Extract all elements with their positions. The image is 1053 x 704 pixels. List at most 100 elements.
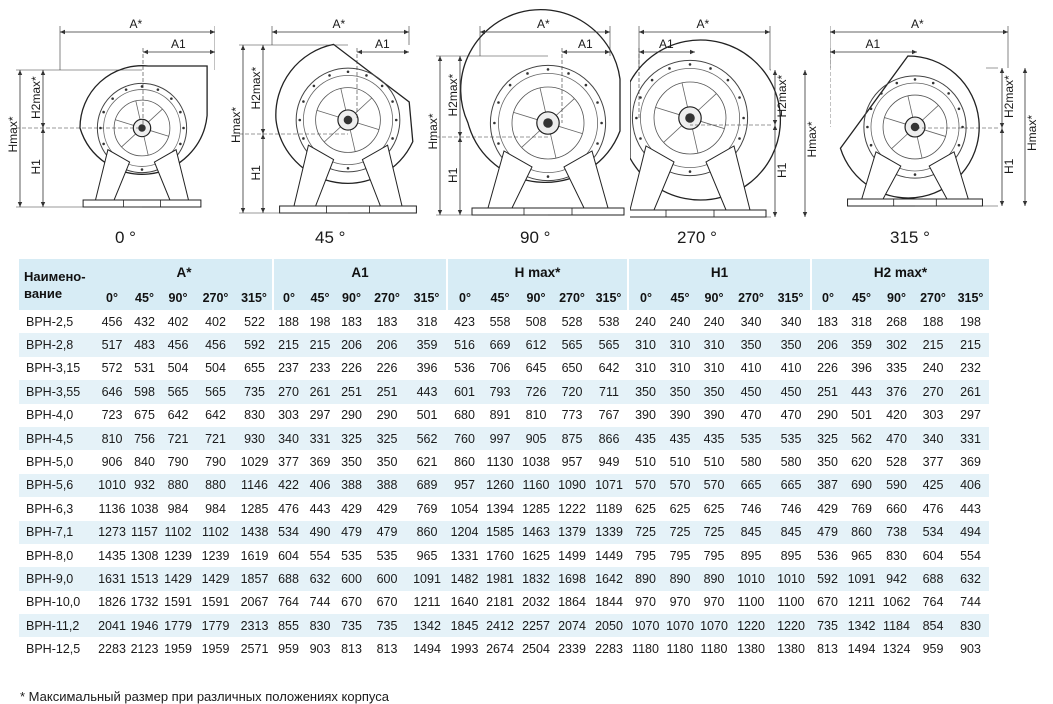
value-cell: 420	[886, 408, 907, 423]
value-cell: 1102	[161, 520, 195, 544]
value-cell: 690	[844, 473, 879, 498]
value-cell: 1324	[882, 642, 911, 657]
dim-hmax-label: Hmax*	[805, 121, 819, 157]
value-cell: 592	[811, 567, 844, 591]
value-cell: 377	[278, 455, 299, 470]
value-cell: 565	[590, 333, 628, 357]
value-cell: 423	[454, 314, 475, 329]
value-cell: 1631	[96, 567, 128, 591]
value-cell: 443	[844, 380, 879, 404]
value-cell: 1062	[882, 595, 911, 610]
value-cell: 290	[817, 408, 838, 423]
value-cell: 721	[161, 426, 195, 451]
value-cell: 483	[128, 333, 161, 357]
name-column-header: Наимено-вание	[19, 259, 96, 310]
value-cell: 840	[134, 455, 155, 470]
value-cell: 435	[663, 426, 697, 451]
value-cell: 604	[922, 548, 944, 563]
value-cell: 860	[407, 520, 447, 544]
value-cell: 670	[341, 595, 362, 610]
value-cell: 1513	[128, 567, 161, 591]
angle-label: 270 °	[677, 228, 717, 247]
value-cell: 620	[851, 455, 872, 470]
group-header-hmax: H max*	[446, 259, 628, 286]
value-cell: 880	[195, 473, 236, 498]
dim-a1-label: A1	[866, 37, 881, 51]
value-cell: 476	[922, 501, 944, 516]
angle-header: 315°	[952, 286, 989, 310]
value-cell: 970	[635, 595, 656, 610]
value-cell: 1591	[201, 595, 230, 610]
value-cell: 422	[273, 473, 304, 498]
value-cell: 1157	[128, 520, 161, 544]
value-cell: 1845	[447, 614, 482, 638]
value-cell: 689	[407, 473, 447, 498]
model-name-cell: ВРН-7,1	[19, 520, 96, 544]
value-cell: 1010	[771, 567, 811, 591]
value-cell: 350	[771, 333, 811, 357]
value-cell: 1380	[737, 642, 765, 657]
value-cell: 688	[273, 567, 304, 591]
dim-a1-label: A1	[659, 37, 674, 51]
value-cell: 1698	[554, 567, 590, 591]
value-cell: 450	[731, 380, 771, 404]
value-cell: 890	[663, 567, 697, 591]
value-cell: 303	[278, 408, 299, 423]
value-cell: 1449	[595, 548, 623, 563]
value-cell: 959	[922, 642, 944, 657]
value-cell: 359	[844, 333, 879, 357]
value-cell: 535	[341, 548, 362, 563]
value-cell: 318	[416, 314, 438, 329]
value-cell: 215	[952, 333, 989, 357]
value-cell: 226	[341, 361, 362, 376]
value-cell: 1146	[236, 473, 273, 498]
value-cell: 1760	[486, 548, 514, 563]
value-cell: 183	[376, 314, 398, 329]
value-cell: 377	[922, 455, 944, 470]
value-cell: 206	[811, 333, 844, 357]
value-cell: 1130	[486, 455, 514, 470]
model-name-cell: ВРН-12,5	[26, 642, 81, 657]
angle-header: 45°	[663, 286, 697, 310]
value-cell: 1844	[595, 595, 623, 610]
value-cell: 1184	[879, 614, 914, 638]
value-cell: 1642	[590, 567, 628, 591]
angle-header: 315°	[771, 286, 811, 310]
dim-h1-label: H1	[775, 162, 789, 178]
value-cell: 310	[663, 333, 697, 357]
value-cell: 1136	[98, 501, 126, 516]
value-cell: 1339	[590, 520, 628, 544]
value-cell: 240	[669, 314, 691, 329]
value-cell: 930	[236, 426, 273, 451]
value-cell: 891	[489, 408, 511, 423]
value-cell: 735	[336, 614, 367, 638]
value-cell: 855	[273, 614, 304, 638]
value-cell: 534	[914, 520, 952, 544]
value-cell: 535	[731, 426, 771, 451]
dim-a-label: A*	[911, 17, 924, 31]
model-name-cell: ВРН-9,0	[19, 567, 96, 591]
value-cell: 665	[771, 473, 811, 498]
dim-a1-label: A1	[375, 37, 390, 51]
angle-header: 45°	[128, 286, 161, 310]
value-cell: 2050	[590, 614, 628, 638]
value-cell: 226	[817, 361, 838, 376]
angle-header: 270°	[554, 286, 590, 310]
value-cell: 350	[697, 380, 731, 404]
dim-h2max-label: H2max*	[1002, 75, 1016, 118]
value-cell: 1180	[700, 642, 728, 657]
angle-header: 0°	[446, 286, 482, 310]
value-cell: 773	[561, 408, 583, 423]
model-name-cell: ВРН-11,2	[19, 614, 96, 638]
value-cell: 2257	[518, 614, 554, 638]
value-cell: 2032	[522, 595, 550, 610]
value-cell: 268	[886, 314, 907, 329]
value-cell: 536	[817, 548, 838, 563]
